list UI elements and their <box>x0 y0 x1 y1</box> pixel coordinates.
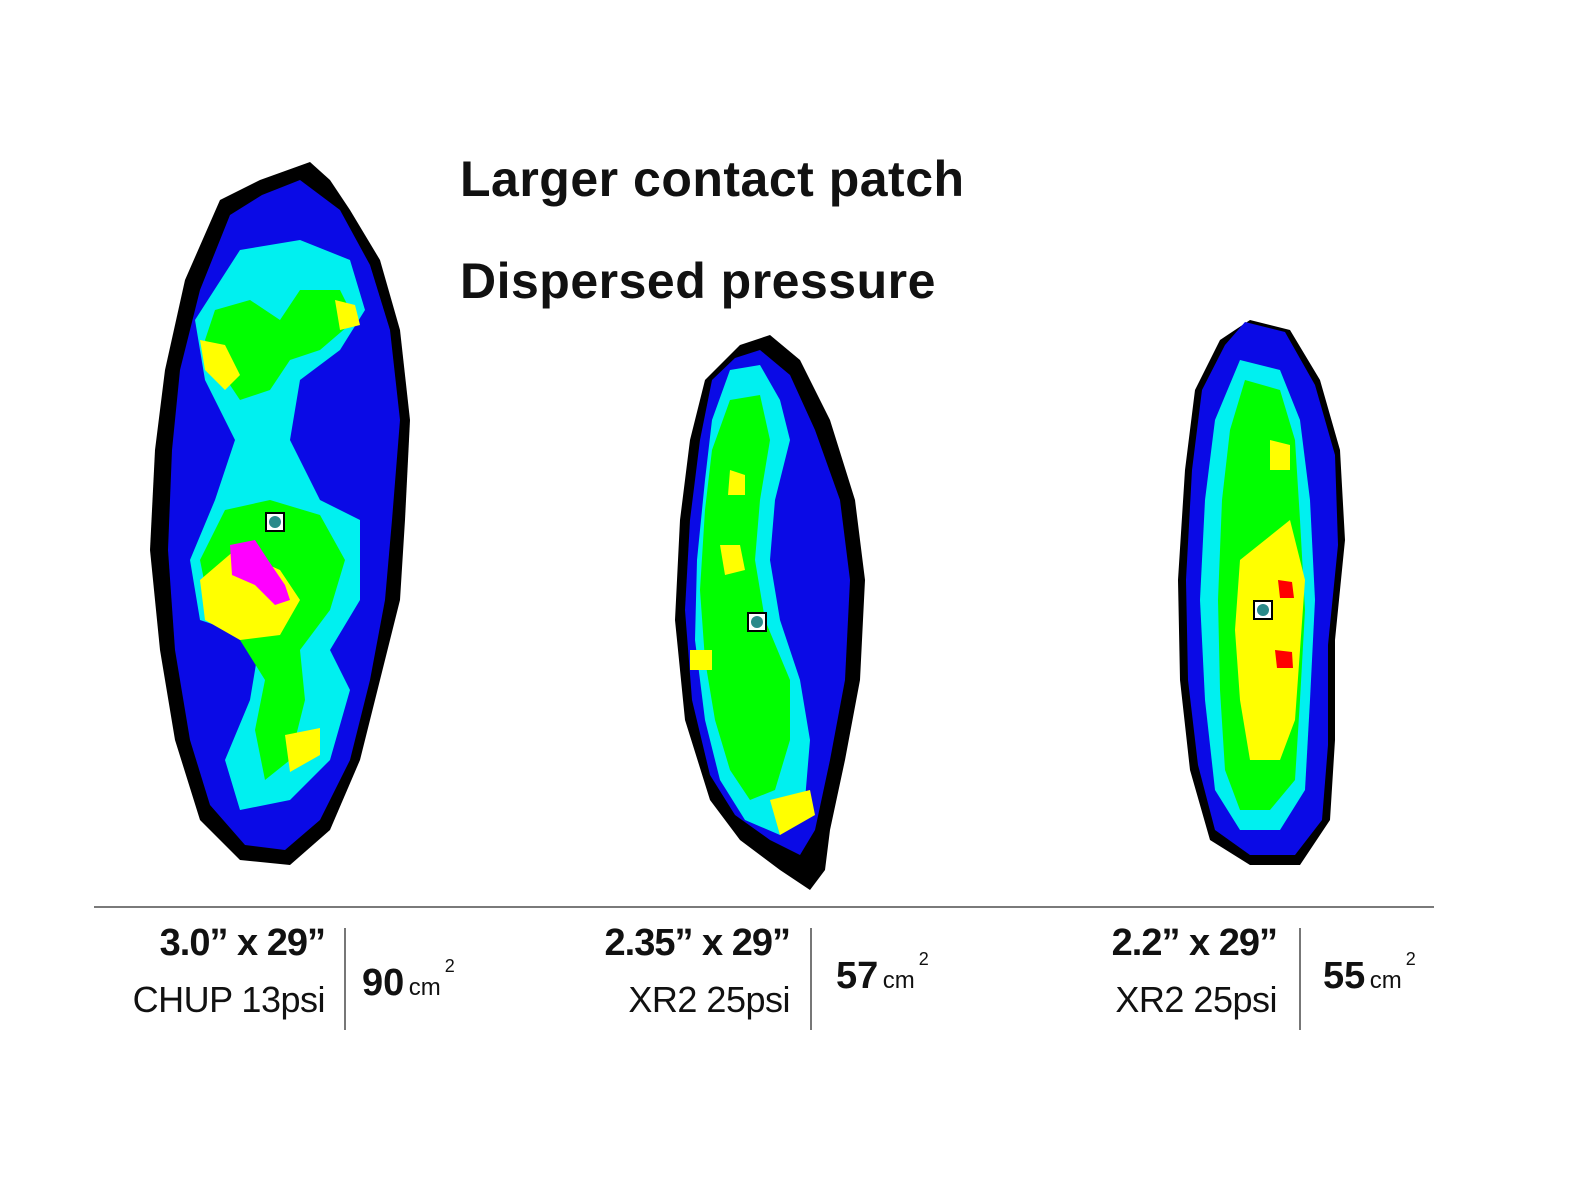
contact-area-xr2-235: 57 cm2 <box>836 949 929 998</box>
pressure-map-xr2-22 <box>1178 320 1345 865</box>
contact-area-xr2-22: 55 cm2 <box>1323 949 1416 998</box>
baseline-divider <box>94 906 1434 908</box>
heading-dispersed-pressure: Dispersed pressure <box>460 253 936 309</box>
patch-mid <box>700 395 790 800</box>
tire-model-pressure: XR2 25psi <box>1115 979 1277 1020</box>
pressure-map-chup <box>150 162 410 865</box>
patch-peak <box>230 540 290 605</box>
patch-high <box>690 470 815 835</box>
patch-mid <box>200 290 355 780</box>
spec-divider <box>810 928 812 1030</box>
pressure-map-xr2-235 <box>675 335 865 890</box>
heading-contact-patch: Larger contact patch <box>460 151 965 207</box>
spec-chup: 3.0” x 29” CHUP 13psi <box>132 922 326 1021</box>
area-unit: cm <box>408 974 441 1001</box>
area-unit: cm <box>1369 967 1402 994</box>
area-value: 90 <box>362 962 405 1004</box>
area-exponent: 2 <box>444 956 455 976</box>
tire-dimensions: 2.35” x 29” <box>604 922 791 964</box>
spec-divider <box>1299 928 1301 1030</box>
area-unit: cm <box>882 967 915 994</box>
tire-model-pressure: XR2 25psi <box>628 979 790 1020</box>
area-exponent: 2 <box>1405 949 1416 969</box>
area-value: 57 <box>836 955 879 997</box>
tire-dimensions: 2.2” x 29” <box>1111 922 1278 964</box>
area-exponent: 2 <box>918 949 929 969</box>
area-value: 55 <box>1323 955 1366 997</box>
spec-xr2-235: 2.35” x 29” XR2 25psi <box>604 922 791 1021</box>
contact-area-chup: 90 cm2 <box>362 956 455 1005</box>
tire-dimensions: 3.0” x 29” <box>159 922 326 964</box>
tire-model-pressure: CHUP 13psi <box>132 979 326 1020</box>
spec-xr2-22: 2.2” x 29” XR2 25psi <box>1111 922 1278 1021</box>
patch-high <box>200 300 360 772</box>
patch-very-high <box>1275 580 1294 668</box>
spec-divider <box>344 928 346 1030</box>
